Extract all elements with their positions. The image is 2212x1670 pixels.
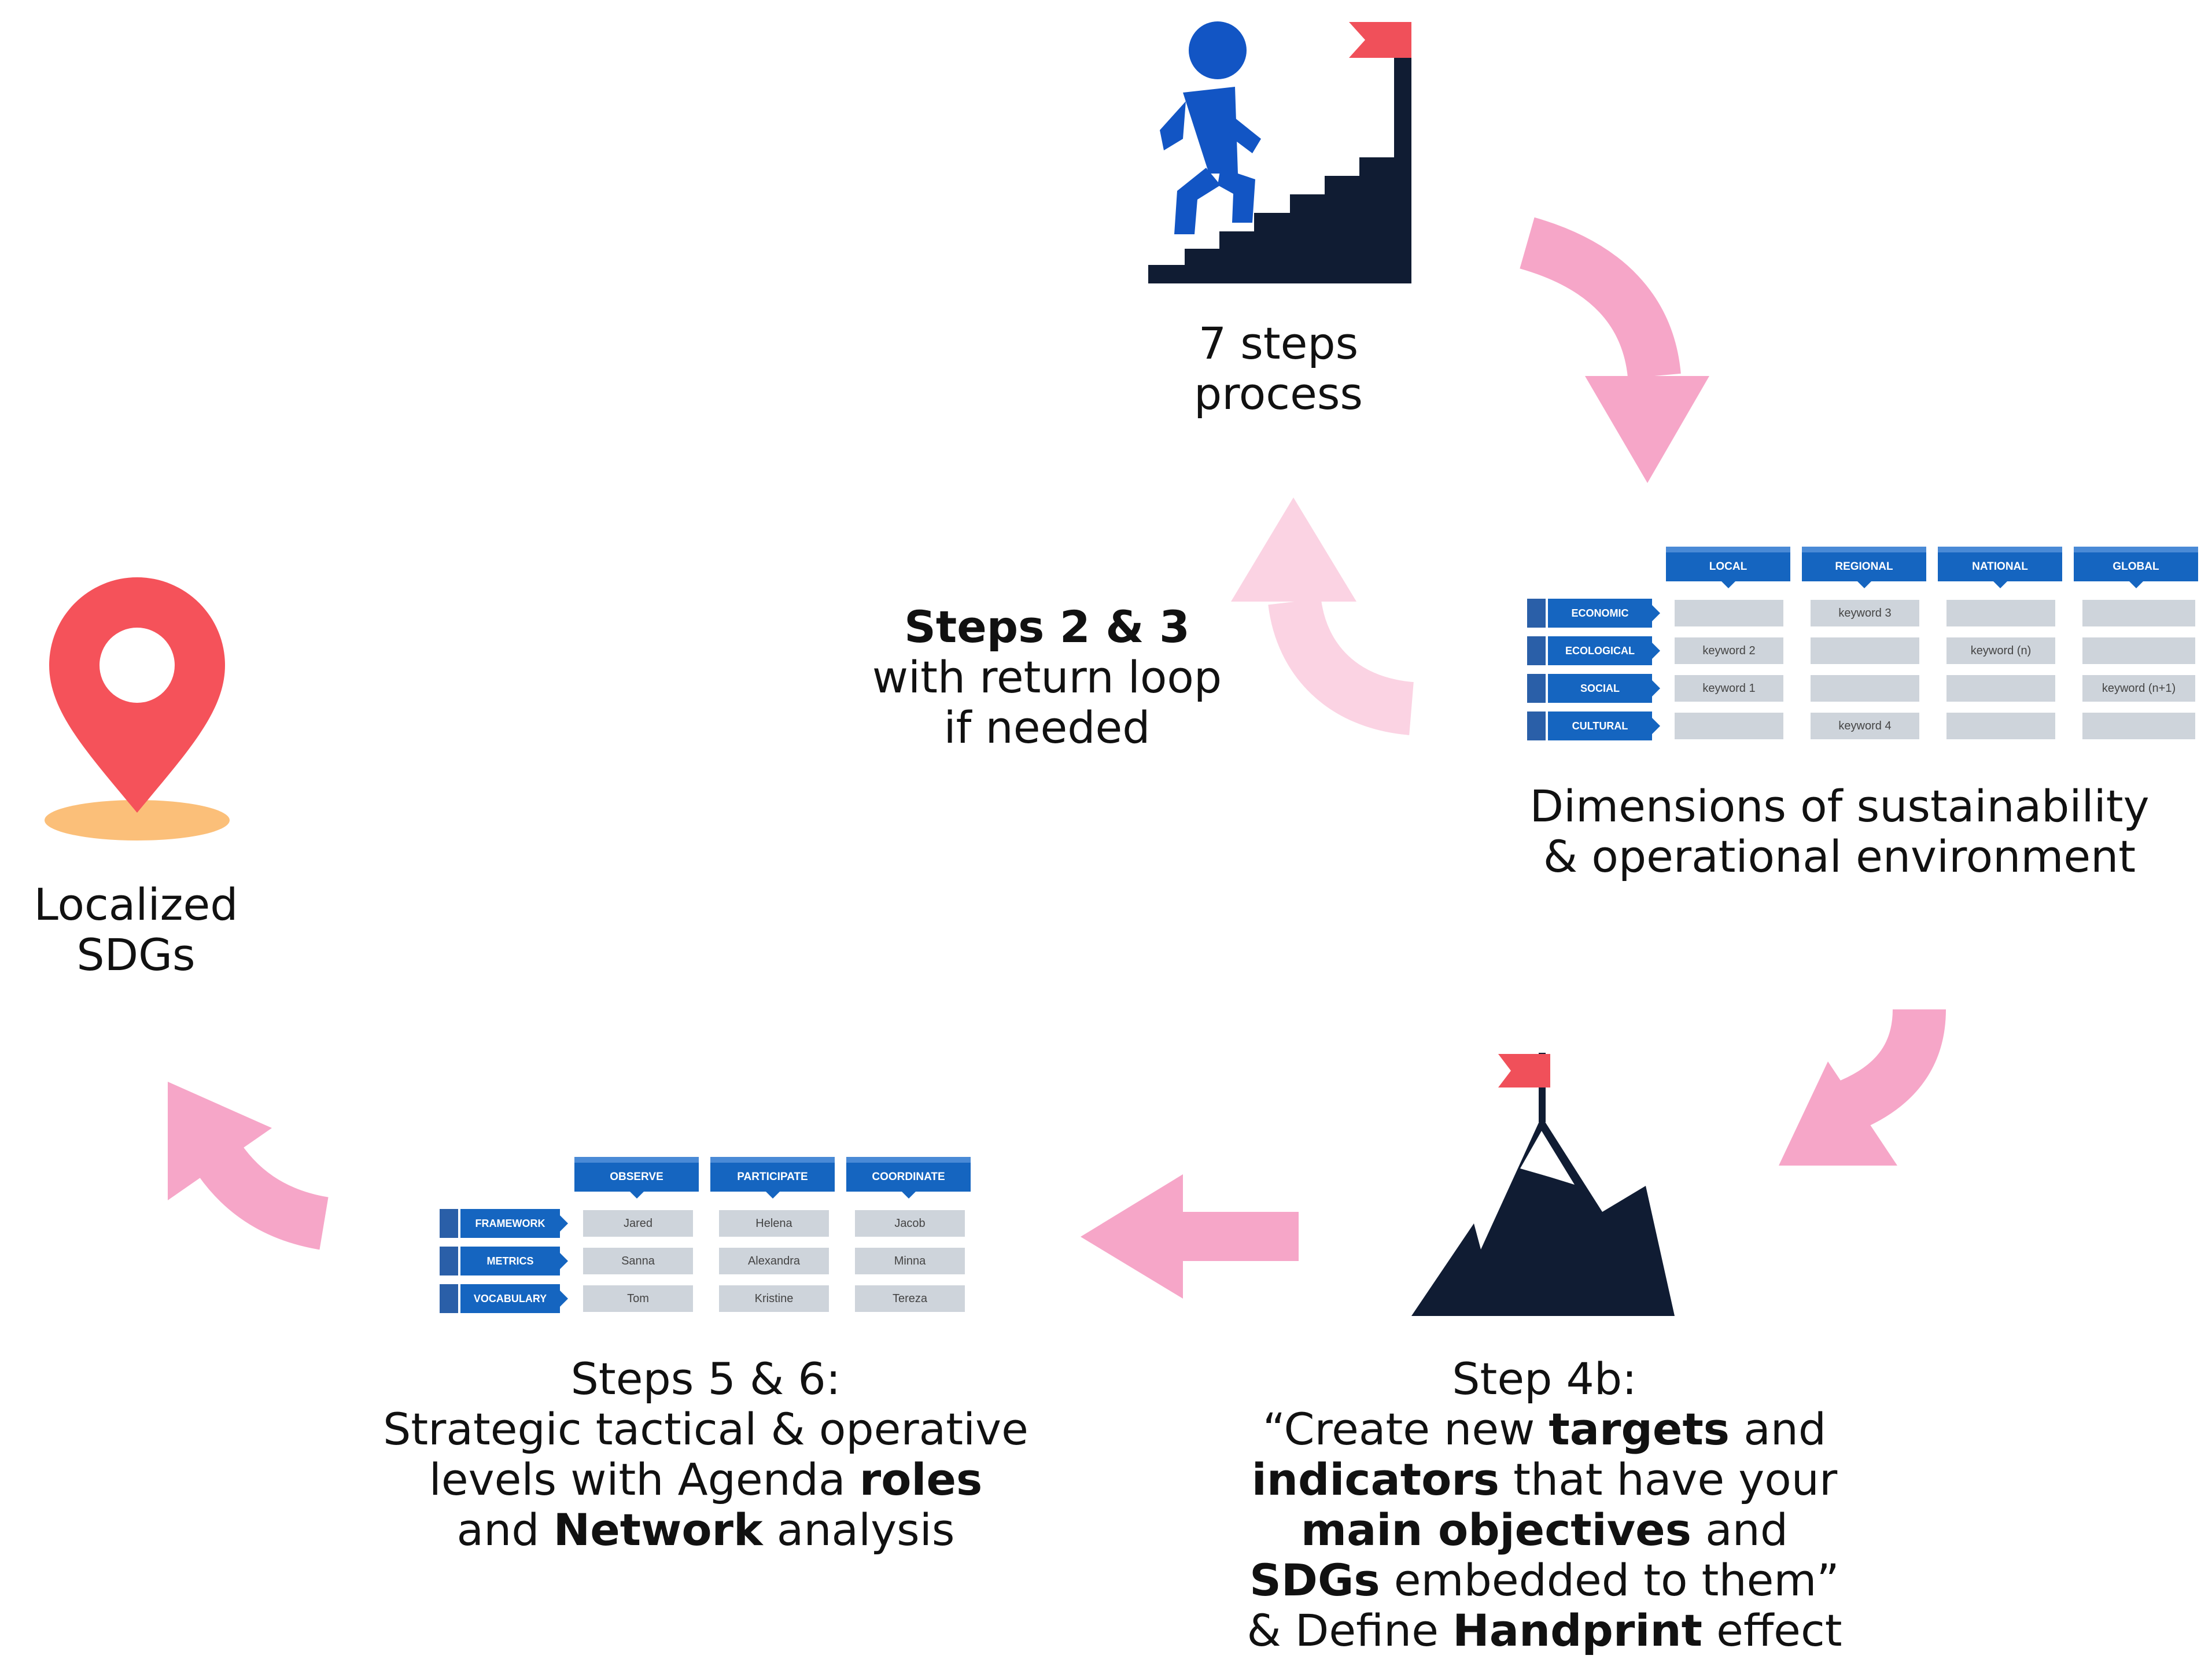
table-cell: keyword (n) bbox=[1946, 637, 2055, 664]
column-header: COORDINATE bbox=[846, 1157, 971, 1199]
text-run: “Create new bbox=[1262, 1403, 1549, 1455]
text-run: and bbox=[456, 1504, 554, 1555]
text-run-bold: roles bbox=[859, 1454, 983, 1505]
row-tab bbox=[1527, 674, 1546, 703]
column-header: LOCAL bbox=[1666, 547, 1790, 588]
text-run-bold: Handprint bbox=[1452, 1605, 1702, 1656]
text-run: embedded to them” bbox=[1380, 1554, 1839, 1606]
text-run-bold: SDGs bbox=[1249, 1554, 1380, 1606]
table-cell bbox=[1946, 600, 2055, 626]
label-line: main objectives and bbox=[1197, 1505, 1892, 1555]
row-label: SOCIAL bbox=[1548, 674, 1660, 703]
text-run-bold: targets bbox=[1549, 1403, 1730, 1455]
label-localized-sdgs: Localized SDGs bbox=[0, 879, 272, 980]
label-line: Steps 5 & 6: bbox=[570, 1353, 841, 1404]
row-tab bbox=[1527, 636, 1546, 665]
table-cell: Tereza bbox=[855, 1285, 965, 1312]
row-label: CULTURAL bbox=[1548, 711, 1660, 740]
table-cell bbox=[2082, 600, 2195, 626]
table-cell bbox=[1946, 713, 2055, 739]
label-line-bold: Steps 2 & 3 bbox=[904, 601, 1190, 652]
label-steps-5-6: Steps 5 & 6: Strategic tactical & operat… bbox=[336, 1354, 1076, 1555]
table-cell bbox=[1811, 675, 1919, 702]
label-line: with return loop bbox=[872, 651, 1222, 703]
text-run: levels with Agenda bbox=[429, 1454, 860, 1505]
table-cell bbox=[1811, 637, 1919, 664]
label-7-steps-process: 7 steps process bbox=[1087, 318, 1469, 419]
row-label: ECONOMIC bbox=[1548, 599, 1660, 628]
table-cell: keyword 2 bbox=[1675, 637, 1783, 664]
label-steps-2-3: Steps 2 & 3 with return loop if needed bbox=[798, 602, 1296, 753]
label-line: process bbox=[1193, 368, 1363, 419]
label-line: Step 4b: bbox=[1452, 1353, 1637, 1404]
text-run-bold: Network bbox=[553, 1504, 763, 1555]
label-line: SDGs embedded to them” bbox=[1197, 1555, 1892, 1605]
label-line: “Create new targets and bbox=[1197, 1404, 1892, 1454]
table-cell bbox=[1675, 713, 1783, 739]
table-cell bbox=[1946, 675, 2055, 702]
column-header: NATIONAL bbox=[1938, 547, 2062, 588]
text-run: and bbox=[1730, 1403, 1827, 1455]
dimensions-table: LOCAL REGIONAL NATIONAL GLOBAL ECONOMIC … bbox=[1527, 547, 2201, 743]
roles-table: OBSERVE PARTICIPATE COORDINATE FRAMEWORK… bbox=[440, 1157, 972, 1319]
row-tab bbox=[1527, 711, 1546, 740]
column-header: REGIONAL bbox=[1802, 547, 1926, 588]
label-line: 7 steps bbox=[1198, 318, 1359, 369]
table-cell: Helena bbox=[719, 1210, 829, 1237]
label-line: & Define Handprint effect bbox=[1197, 1605, 1892, 1656]
text-run: and bbox=[1691, 1504, 1789, 1555]
table-cell: Minna bbox=[855, 1248, 965, 1274]
label-dimensions: Dimensions of sustainability & operation… bbox=[1481, 781, 2198, 882]
text-run-bold: indicators bbox=[1251, 1454, 1500, 1505]
table-cell: Sanna bbox=[583, 1248, 693, 1274]
table-cell: keyword 1 bbox=[1675, 675, 1783, 702]
column-header: OBSERVE bbox=[574, 1157, 699, 1199]
table-cell: Jacob bbox=[855, 1210, 965, 1237]
table-cell: keyword (n+1) bbox=[2082, 675, 2195, 702]
label-line: levels with Agenda roles bbox=[336, 1454, 1076, 1505]
label-line: SDGs bbox=[76, 929, 196, 980]
label-line: if needed bbox=[943, 702, 1151, 753]
label-line: Localized bbox=[34, 879, 238, 930]
text-run: analysis bbox=[762, 1504, 955, 1555]
table-cell: keyword 4 bbox=[1811, 713, 1919, 739]
table-cell bbox=[2082, 637, 2195, 664]
label-line: indicators that have your bbox=[1197, 1454, 1892, 1505]
label-line: & operational environment bbox=[1543, 831, 2136, 882]
table-cell: Jared bbox=[583, 1210, 693, 1237]
label-line: Dimensions of sustainability bbox=[1529, 780, 2150, 832]
label-line: Strategic tactical & operative bbox=[383, 1403, 1028, 1455]
column-header: PARTICIPATE bbox=[710, 1157, 835, 1199]
row-tab bbox=[440, 1247, 458, 1275]
table-cell: Alexandra bbox=[719, 1248, 829, 1274]
text-run: effect bbox=[1702, 1605, 1842, 1656]
row-tab bbox=[440, 1209, 458, 1238]
column-header: GLOBAL bbox=[2074, 547, 2198, 588]
row-tab bbox=[440, 1284, 458, 1313]
row-label: ECOLOGICAL bbox=[1548, 636, 1660, 665]
text-run-bold: main objectives bbox=[1300, 1504, 1691, 1555]
table-cell bbox=[2082, 713, 2195, 739]
label-line: and Network analysis bbox=[336, 1505, 1076, 1555]
table-cell bbox=[1675, 600, 1783, 626]
row-label: FRAMEWORK bbox=[460, 1209, 568, 1238]
text-run: that have your bbox=[1499, 1454, 1838, 1505]
row-label: METRICS bbox=[460, 1247, 568, 1275]
table-cell: keyword 3 bbox=[1811, 600, 1919, 626]
table-cell: Tom bbox=[583, 1285, 693, 1312]
text-run: & Define bbox=[1247, 1605, 1453, 1656]
table-cell: Kristine bbox=[719, 1285, 829, 1312]
row-tab bbox=[1527, 599, 1546, 628]
row-label: VOCABULARY bbox=[460, 1284, 568, 1313]
label-step-4b: Step 4b: “Create new targets and indicat… bbox=[1197, 1354, 1892, 1656]
